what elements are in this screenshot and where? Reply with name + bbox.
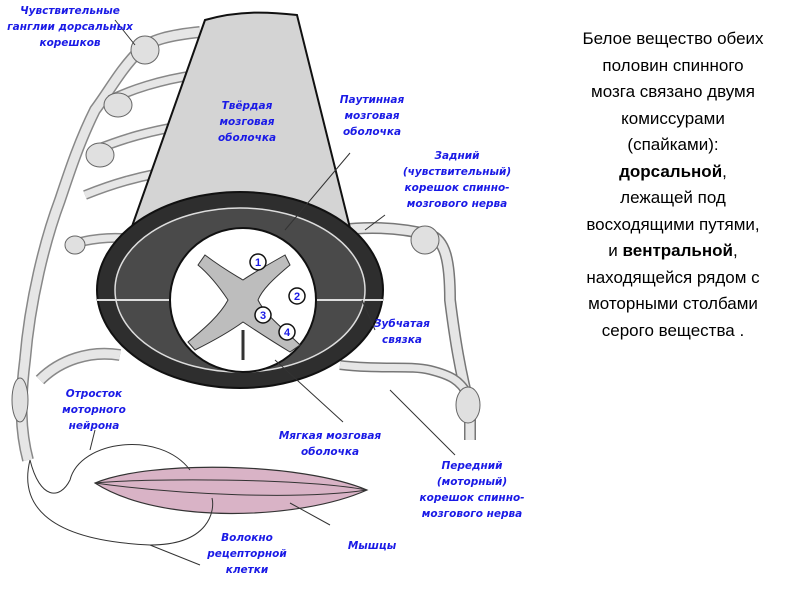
label-line: оболочка [342,126,402,138]
marker-1: 1 [255,257,261,269]
label-line: Мышцы [347,540,397,552]
label-muscles: Мышцы [348,538,396,554]
pointer-lines [27,19,456,566]
label-dorsal-root: Задний (чувствительный) корешок спинно- … [403,148,511,212]
label-line: Чувствительные [20,5,120,17]
text-line-dorsal: дорсальной, [548,159,798,186]
label-line: связка [382,334,422,346]
label-line: оболочка [300,446,360,458]
muscle [93,466,369,515]
right-nerves [339,221,481,440]
conjunction: и [608,241,623,260]
label-line: рецепторной [207,548,287,560]
label-line: нейрона [68,420,120,432]
text-line: серого вещества . [601,320,745,340]
label-line: корешков [39,37,101,49]
label-line: Отросток [65,388,123,400]
label-ventral-root: Передний (моторный) корешок спинно- мозг… [419,458,524,522]
number-markers: 1 2 3 4 [249,253,306,341]
label-line: мозгового нерва [421,508,523,520]
label-line: моторного [62,404,126,416]
ganglia [11,35,160,423]
label-line: Мягкая мозговая [278,430,382,442]
label-line: мозговая [219,116,275,128]
label-line: ганглии дорсальных [7,21,133,33]
label-line: Твёрдая [221,100,273,112]
label-line: Передний [441,460,503,472]
label-line: Зубчатая [374,318,430,330]
label-line: мозговая [344,110,400,122]
label-line: оболочка [217,132,277,144]
text-line: (спайками): [627,135,719,154]
label-arachnoid: Паутинная мозговая оболочка [340,92,405,140]
dura-mater [128,11,352,234]
label-receptor-fiber: Волокно рецепторной клетки [207,530,286,578]
text-line: мозга связано двумя [591,82,755,101]
marker-3: 3 [260,310,266,322]
text-line: половин спинного [602,55,744,75]
label-line: мозгового нерва [406,198,508,210]
label-line: клетки [225,564,269,576]
text-line: комиссурами [621,108,725,128]
label-dura-mater: Твёрдая мозговая оболочка [218,98,276,146]
dorsal-term: дорсальной [619,161,723,181]
spinal-cord-illustration: 1 2 3 4 [11,11,481,566]
text-line-ventral: и вентральной, [548,238,798,265]
slide-body-text: Белое вещество обеих половин спинного мо… [548,26,798,344]
label-line: Волокно [221,532,273,544]
spinal-cord-diagram: 1 2 3 4 Чувствительные ганглии дорсальны… [7,3,524,578]
label-line: корешок спинно- [419,492,525,504]
punctuation: , [722,161,727,181]
label-line: корешок спинно- [404,182,510,194]
label-pia-mater: Мягкая мозговая оболочка [279,428,381,460]
label-line: Паутинная [339,94,405,106]
label-motor-process: Отросток моторного нейрона [62,386,126,434]
text-line: находящейся рядом с [586,267,760,287]
label-line: (чувствительный) [402,166,512,178]
text-line: лежащей под [620,188,726,207]
text-line: восходящими путями, [586,214,760,234]
label-line: Задний [434,150,480,162]
label-denticulate-ligament: Зубчатая связка [374,316,430,348]
marker-2: 2 [294,291,300,303]
text-line: моторными столбами [588,294,758,313]
gray-matter [187,254,301,353]
ventral-term: вентральной [622,241,733,260]
label-line: (моторный) [436,476,508,488]
text-line: Белое вещество обеих [582,29,764,48]
punctuation: , [732,241,738,260]
label-sensory-ganglia: Чувствительные ганглии дорсальных корешк… [7,3,133,51]
marker-4: 4 [284,327,291,339]
